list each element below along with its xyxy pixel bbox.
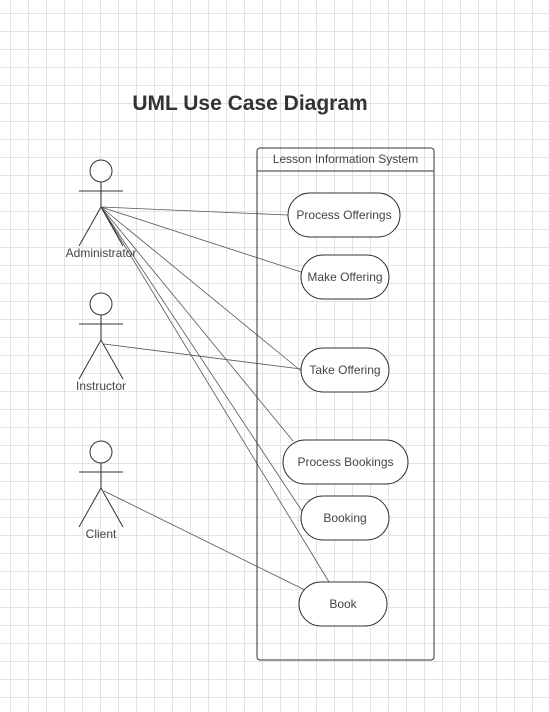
use-case-booking[interactable]: Booking — [300, 495, 390, 541]
actor-label: Administrator — [66, 246, 137, 260]
actor-right-leg — [100, 339, 124, 380]
use-case-make-offering[interactable]: Make Offering — [300, 254, 390, 300]
association-client-book[interactable] — [103, 490, 308, 592]
actor-label: Instructor — [76, 379, 126, 393]
use-case-shape — [300, 347, 390, 393]
actor-left-leg — [78, 339, 102, 380]
actor-head — [89, 292, 113, 316]
use-case-process-offerings[interactable]: Process Offerings — [287, 192, 401, 238]
actor-label: Client — [86, 527, 117, 541]
actor-administrator[interactable]: Administrator — [66, 159, 137, 260]
use-case-shape — [300, 495, 390, 541]
association-administrator-process-offerings[interactable] — [100, 206, 289, 216]
actor-instructor[interactable]: Instructor — [76, 292, 126, 393]
actor-left-leg — [78, 206, 102, 247]
actor-right-leg — [100, 487, 124, 528]
actor-head — [89, 159, 113, 183]
association-administrator-take-offering[interactable] — [100, 206, 307, 376]
actor-client[interactable]: Client — [78, 440, 124, 541]
use-case-process-bookings[interactable]: Process Bookings — [282, 439, 409, 485]
use-case-shape — [298, 581, 388, 627]
use-case-label: Take Offering — [309, 363, 380, 377]
use-case-book[interactable]: Book — [298, 581, 388, 627]
use-case-label: Booking — [323, 511, 366, 525]
association-instructor-take-offering[interactable] — [103, 343, 302, 370]
actor-left-leg — [78, 487, 102, 528]
use-case-shape — [287, 192, 401, 238]
system-boundary[interactable]: Lesson Information System — [256, 147, 435, 661]
use-case-label: Make Offering — [307, 270, 382, 284]
use-case-label: Process Bookings — [297, 455, 393, 469]
use-case-shape — [300, 254, 390, 300]
association-administrator-make-offering[interactable] — [100, 206, 302, 273]
association-administrator-process-bookings[interactable] — [100, 206, 294, 442]
actor-right-leg — [100, 206, 124, 247]
associations-layer — [100, 206, 330, 592]
use-case-shape — [282, 439, 409, 485]
system-boundary-label: Lesson Information System — [273, 152, 418, 166]
use-case-take-offering[interactable]: Take Offering — [300, 347, 390, 393]
diagram-title: UML Use Case Diagram — [132, 92, 368, 115]
actor-head — [89, 440, 113, 464]
association-administrator-book[interactable] — [100, 206, 330, 583]
use-case-label: Book — [329, 597, 357, 611]
use-case-label: Process Offerings — [296, 208, 391, 222]
association-administrator-booking[interactable] — [100, 206, 303, 512]
